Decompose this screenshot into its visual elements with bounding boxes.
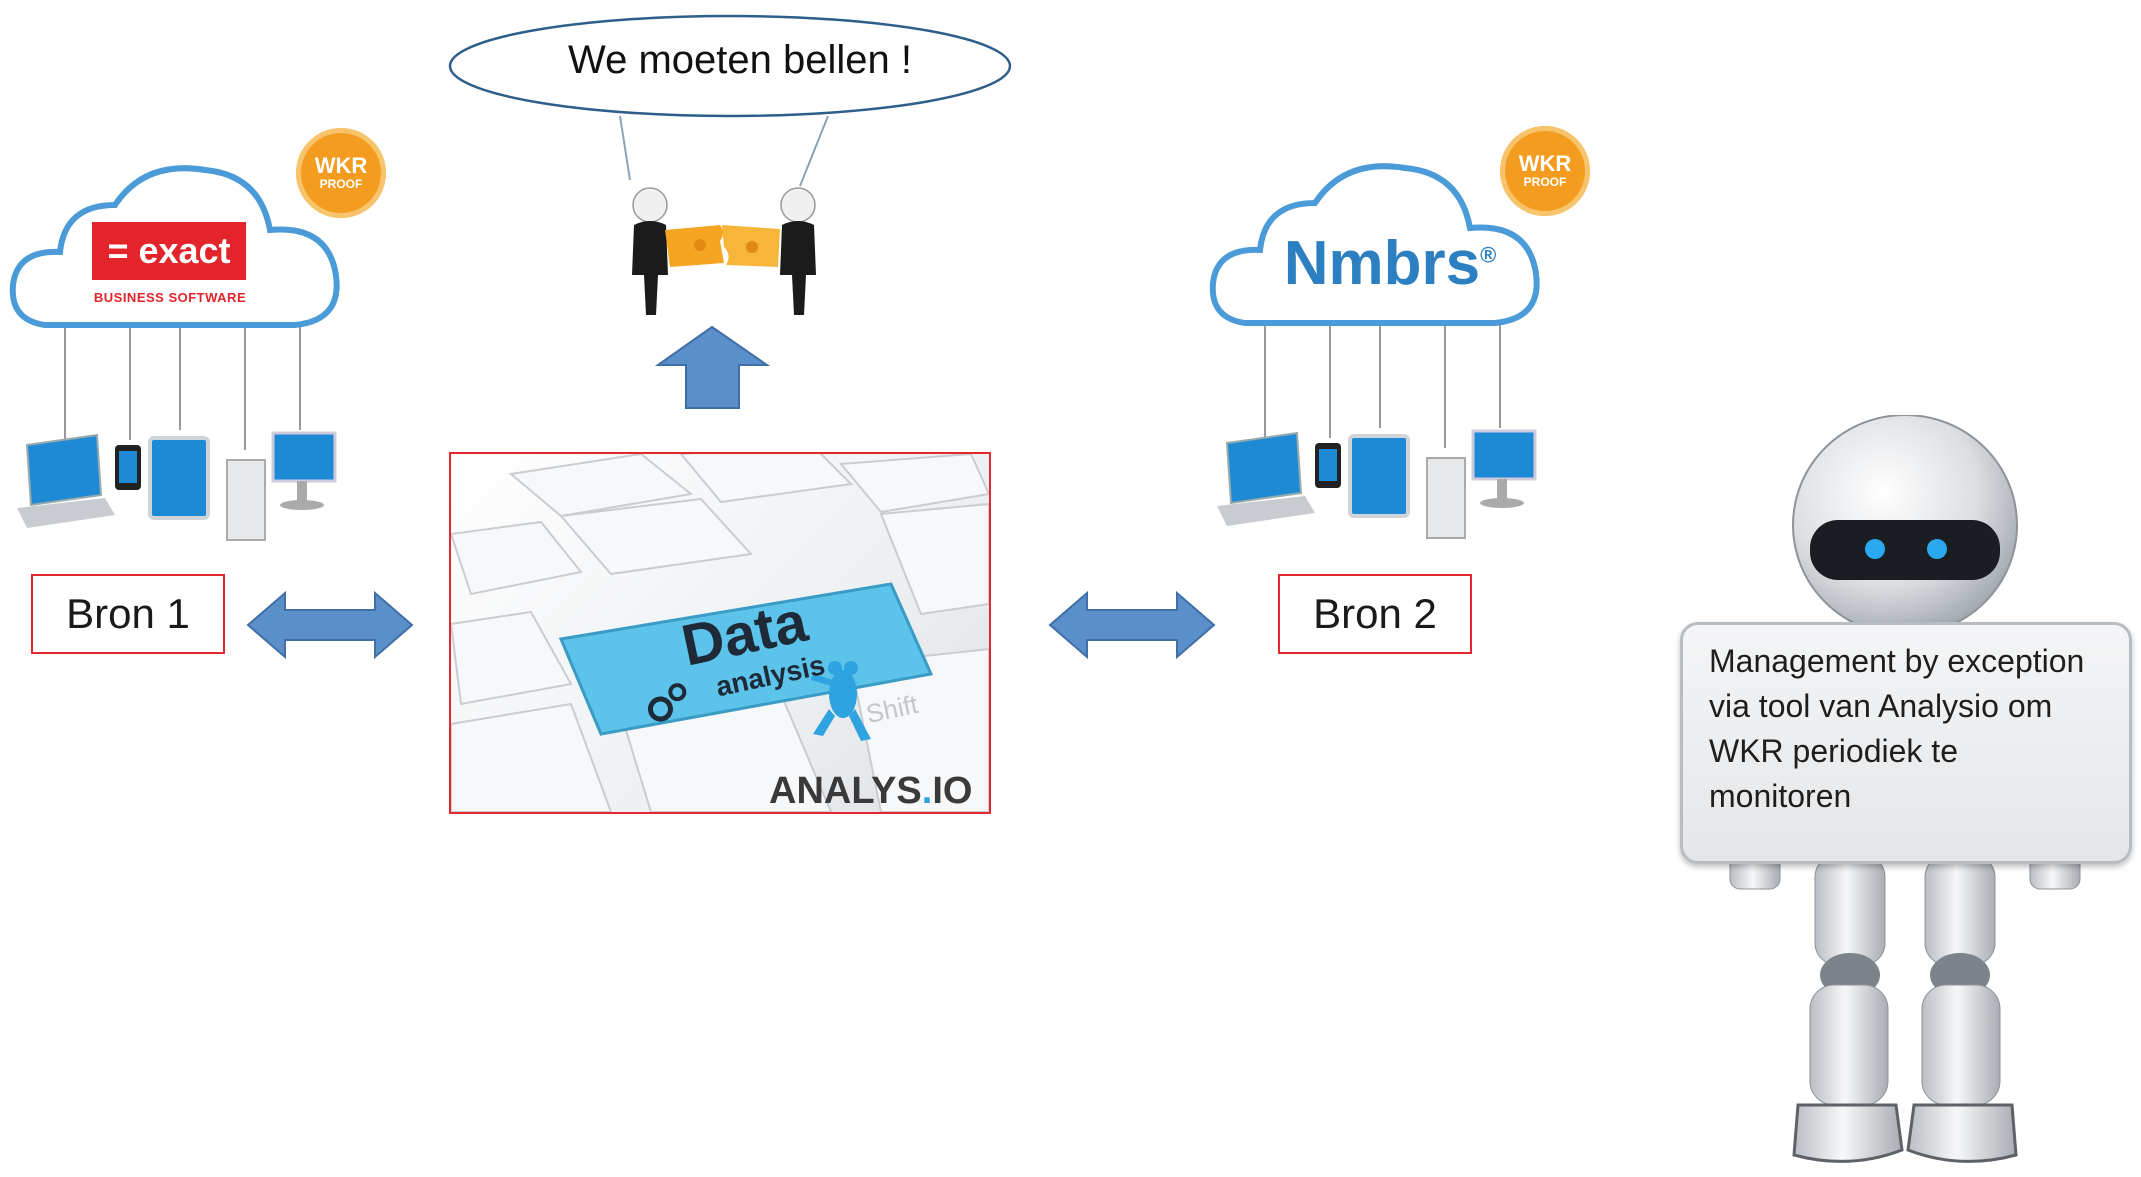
people-puzzle-illustration [632, 187, 816, 315]
wkr-badge-line2: PROOF [1523, 175, 1567, 189]
double-arrow-left [246, 590, 414, 660]
speech-bubble [448, 14, 1012, 187]
nmbrs-logo-text: Nmbrs [1283, 229, 1481, 298]
exact-logo-text: = exact [107, 230, 231, 271]
analysio-brand: ANALYS.IO [769, 770, 973, 812]
tablet-icon [1348, 434, 1410, 518]
up-arrow [655, 325, 770, 409]
nmbrs-cloud-illustration [1209, 163, 1540, 539]
laptop-icon [1217, 431, 1315, 526]
wkr-badge-line1: WKR [314, 153, 368, 178]
monitor-icon [1471, 429, 1537, 508]
robot-eye-right [1927, 539, 1947, 559]
tablet-icon [148, 436, 210, 520]
robot-sign: Management by exception via tool van Ana… [1680, 622, 2132, 864]
wkr-proof-badge: WKR PROOF [296, 128, 386, 218]
frog-logo-icon [811, 661, 871, 741]
brand-suffix: IO [932, 770, 973, 812]
brand-dot: . [921, 770, 933, 812]
exact-logo: = exact [92, 222, 246, 280]
double-arrow-right [1048, 590, 1216, 660]
bron-2-label: Bron 2 [1313, 590, 1437, 637]
wkr-badge-line1: WKR [1518, 151, 1572, 176]
exact-logo-subtext: BUSINESS SOFTWARE [93, 290, 247, 305]
monitor-icon [271, 431, 337, 510]
data-analysis-image: Data analysis Shift ANALYS.IO [449, 452, 991, 814]
brand-prefix: ANALYS [769, 770, 922, 812]
robot-visor [1810, 520, 2000, 580]
exact-cloud-illustration [9, 165, 340, 541]
robot-sign-text: Management by exception via tool van Ana… [1709, 643, 2085, 814]
speech-bubble-text: We moeten bellen ! [568, 38, 912, 82]
robot-eye-left [1865, 539, 1885, 559]
bron-2-box: Bron 2 [1278, 574, 1472, 654]
nmbrs-logo: Nmbrs® [1275, 228, 1505, 299]
bron-1-box: Bron 1 [31, 574, 225, 654]
data-analysis-key [558, 582, 934, 736]
wkr-badge-line2: PROOF [319, 177, 363, 191]
laptop-icon [17, 433, 115, 528]
bron-1-label: Bron 1 [66, 590, 190, 637]
wkr-proof-badge: WKR PROOF [1500, 126, 1590, 216]
tower-icon [226, 459, 266, 541]
tower-icon [1426, 457, 1466, 539]
nmbrs-logo-reg: ® [1480, 242, 1497, 268]
